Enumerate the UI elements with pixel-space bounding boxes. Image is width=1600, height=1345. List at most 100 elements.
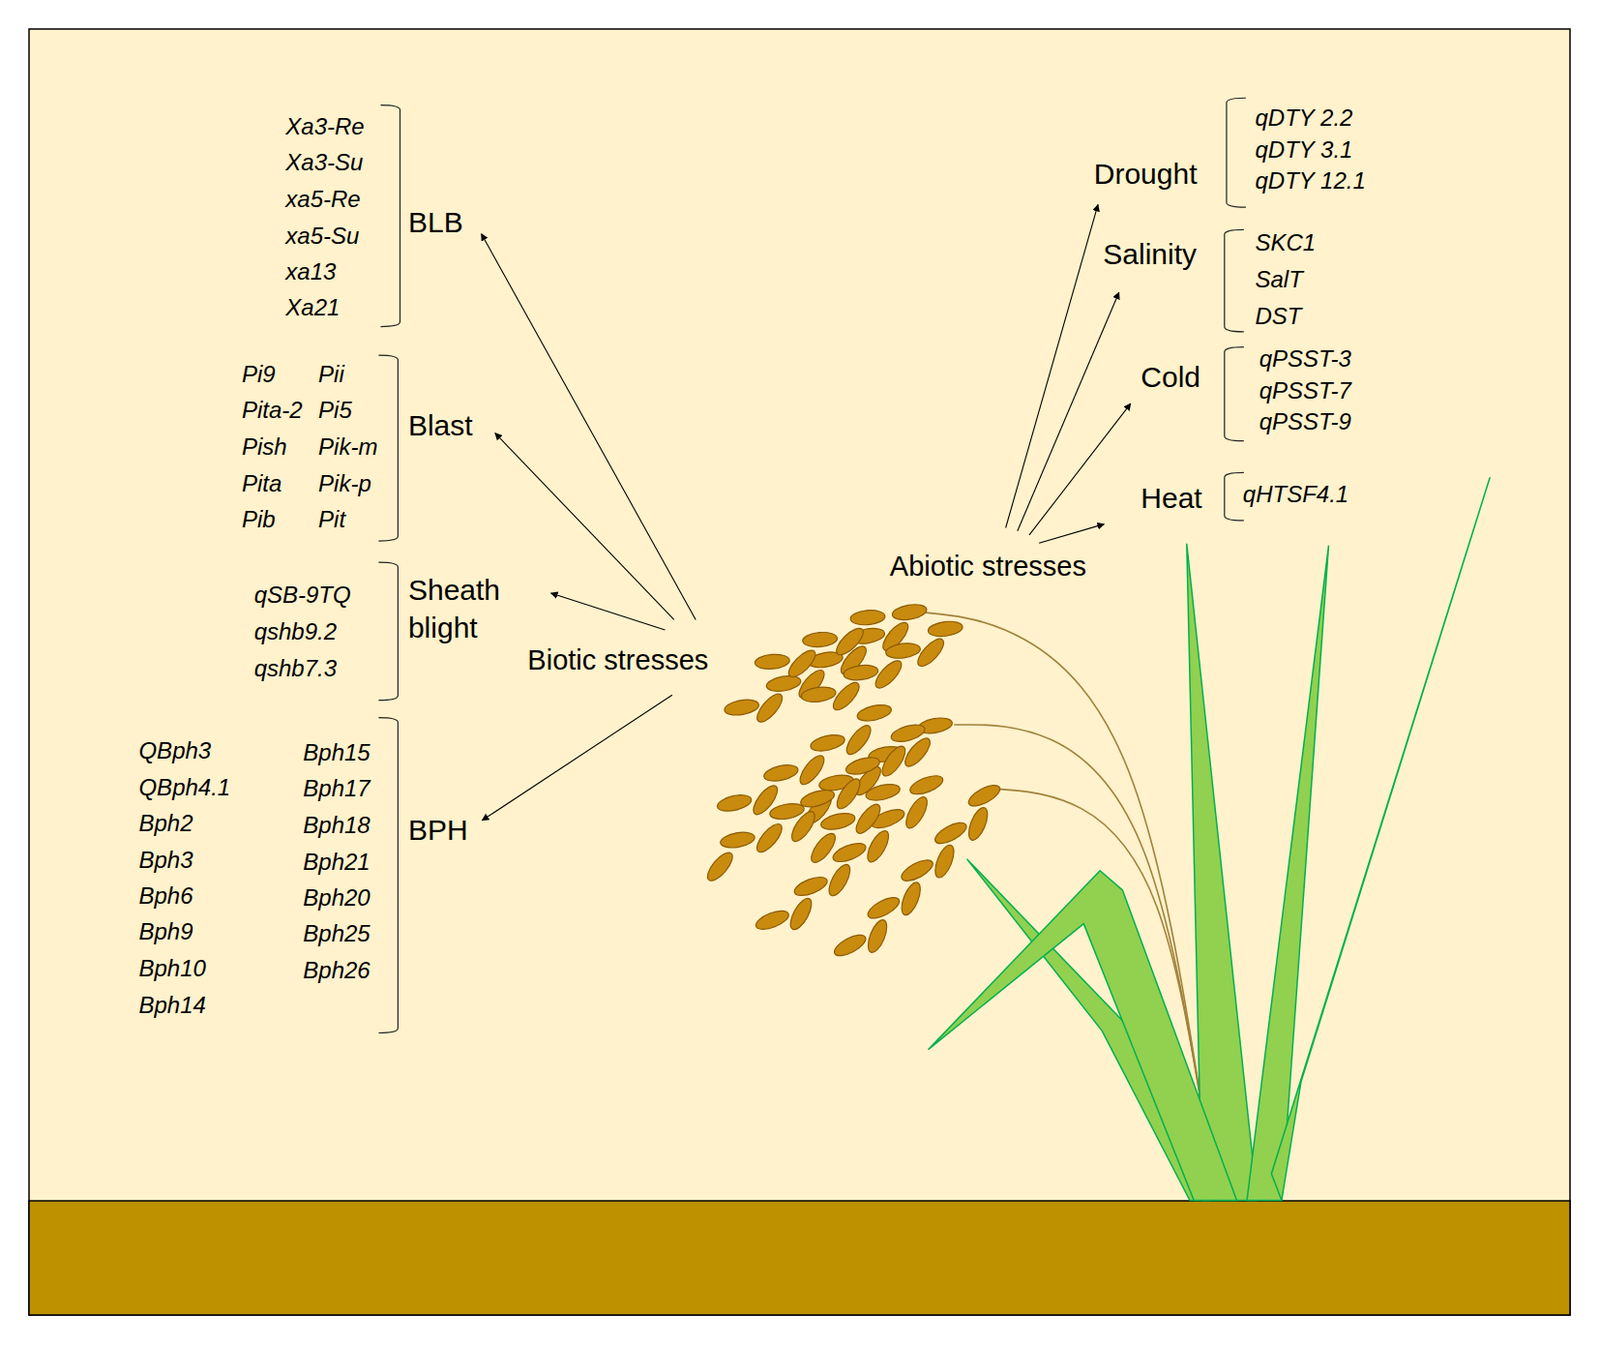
rice-grain: [753, 907, 792, 934]
label-text: Salinity: [1102, 235, 1197, 273]
label-text: Abiotic stresses: [889, 548, 1087, 586]
gene-name: Pish: [241, 433, 288, 462]
stress-category: Blast: [408, 406, 474, 445]
rice-grain: [800, 684, 836, 704]
gene-name: Xa3-Su: [285, 148, 363, 178]
rice-grain: [878, 742, 910, 780]
rice-leaf: [928, 870, 1238, 1201]
gene-name: Pit: [318, 505, 346, 534]
stress-arrow: [1017, 292, 1120, 531]
rice-grain: [832, 623, 868, 659]
gene-name: Bph17: [302, 774, 370, 803]
rice-grain: [864, 917, 891, 955]
rice-grain: [856, 702, 893, 724]
ground: [29, 1200, 1571, 1315]
rice-grain: [832, 774, 864, 812]
gene-name: Pita-2: [241, 396, 303, 425]
rice-grain: [965, 804, 992, 843]
gene-name: Pik-m: [318, 433, 378, 462]
gene-name: Xa3-Re: [285, 113, 364, 142]
rice-grain: [890, 601, 928, 623]
bracket: [1226, 97, 1246, 208]
stress-arrow: [1038, 524, 1104, 544]
bracket: [378, 562, 398, 700]
bracket: [381, 105, 401, 327]
rice-grain: [787, 807, 819, 845]
gene-name: Bph26: [302, 956, 370, 985]
bracket: [1224, 472, 1245, 521]
stress-category: Cold: [1140, 357, 1201, 396]
stress-group-label: Abiotic stresses: [889, 548, 1087, 586]
gene-name: QBph3: [138, 737, 211, 766]
gene-name: Bph14: [138, 991, 206, 1020]
rice-grain: [799, 786, 837, 810]
rice-grain: [752, 820, 786, 857]
gene-name: Bph18: [302, 811, 370, 840]
label-text: Drought: [1094, 154, 1198, 193]
rice-grain: [864, 781, 902, 803]
label-text: Blast: [408, 406, 474, 445]
gene-name: xa13: [285, 258, 336, 287]
bracket: [378, 355, 398, 541]
gene-name: Bph21: [302, 848, 370, 877]
gene-name: qDTY 3.1: [1254, 136, 1353, 165]
gene-name: qshb9.2: [254, 618, 337, 647]
rice-grain: [792, 873, 830, 900]
rice-grain: [898, 856, 937, 886]
rice-grain: [965, 780, 1004, 810]
rice-grain: [885, 641, 921, 660]
rice-grain: [864, 892, 903, 922]
rice-grain: [842, 721, 875, 758]
gene-name: Pik-p: [318, 470, 372, 499]
rice-grain: [927, 619, 964, 638]
label-text: Biotic stresses: [527, 642, 709, 680]
rice-grain: [842, 663, 879, 682]
stress-category: Salinity: [1102, 235, 1197, 273]
rice-grain: [801, 630, 838, 649]
gene-name: qPSST-7: [1259, 377, 1352, 406]
gene-name: Bph2: [138, 809, 193, 838]
gene-name: Pib: [241, 505, 276, 534]
stress-arrow: [495, 433, 675, 621]
stress-category: Drought: [1094, 154, 1198, 193]
label-text: BPH: [408, 810, 469, 849]
rice-grain: [806, 829, 839, 867]
gene-name: qshb7.3: [254, 654, 337, 683]
rice-grain: [897, 879, 924, 918]
rice-grain: [888, 721, 927, 745]
rice-grain: [718, 829, 756, 851]
gene-name: qPSST-3: [1259, 345, 1352, 374]
gene-name: xa5-Re: [285, 185, 360, 214]
gene-name: Pii: [318, 360, 345, 389]
stress-arrow: [551, 592, 666, 630]
rice-grain: [762, 762, 800, 784]
gene-name: QBph4.1: [138, 773, 231, 802]
rice-grain: [786, 894, 816, 933]
gene-name: qSB-9TQ: [254, 581, 352, 610]
rice-grain: [931, 818, 970, 848]
stress-category: BLB: [408, 203, 464, 241]
rice-grain: [844, 753, 883, 777]
label-text: Sheath blight: [408, 570, 539, 647]
stress-category: Sheath blight: [408, 570, 539, 647]
bracket: [1224, 347, 1245, 442]
gene-name: Bph25: [302, 919, 370, 949]
label-text: Cold: [1140, 357, 1201, 396]
rice-leaf: [1246, 545, 1329, 1200]
rice-grain: [830, 839, 869, 866]
stress-arrow: [481, 694, 673, 821]
frame: [29, 29, 1571, 1315]
rice-grain: [901, 793, 931, 831]
gene-name: Pi5: [318, 396, 353, 425]
rice-grain: [723, 697, 761, 718]
rice-grain: [852, 800, 885, 837]
rice-grain: [819, 810, 857, 832]
gene-name: qHTSF4.1: [1243, 480, 1349, 509]
gene-name: qPSST-9: [1259, 408, 1352, 437]
rice-grain: [907, 771, 946, 799]
gene-name: qDTY 2.2: [1254, 104, 1353, 133]
stress-arrow: [1006, 204, 1098, 528]
rice-grain: [715, 792, 753, 814]
